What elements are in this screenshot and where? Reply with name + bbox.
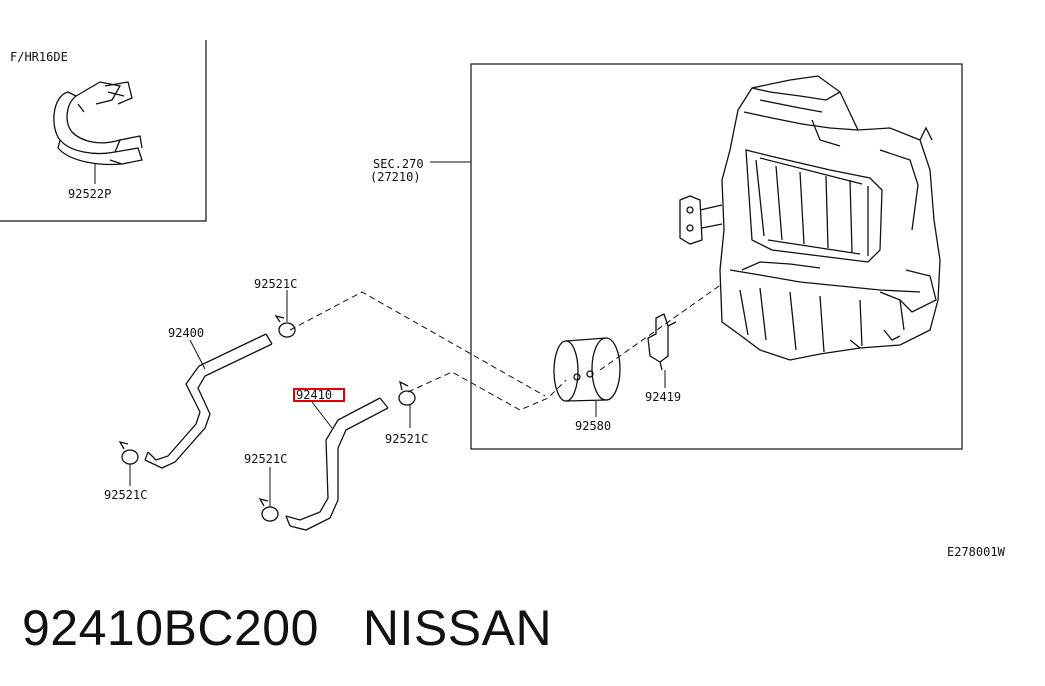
hose-lower-label: 92410 [296,388,332,402]
brand-name: NISSAN [362,600,553,656]
hvac-section-ref: SEC.270 [373,157,424,171]
heater-core-drawing [553,337,621,402]
clamp-a-drawing [274,314,296,338]
heater-unit-drawing [679,75,941,361]
bracket-drawing [647,313,677,371]
hose-92410-drawing [285,397,389,531]
clamp-b-drawing [398,380,416,406]
bracket-label: 92419 [645,390,681,404]
inset-variant-label: F/HR16DE [10,50,68,64]
hose-92400-drawing [144,333,273,469]
clamp-a-label: 92521C [254,277,297,291]
hvac-unit-group: SEC.270 (27210) [370,63,963,450]
clamp-b-label: 92521C [385,432,428,446]
part-caption: 92410BC200 NISSAN [22,596,552,660]
clamp-d-drawing [258,497,279,522]
core-label: 92580 [575,419,611,433]
part-number: 92410BC200 [22,600,319,656]
clamp-c-drawing [118,440,139,465]
hvac-section-code: (27210) [370,170,421,184]
clamp-d-label: 92521C [244,452,287,466]
connection-lines [289,283,723,411]
diagram-code: E278001W [947,545,1006,559]
clip-92522p-drawing [53,81,143,166]
highlight-box [293,388,345,402]
clamp-c-label: 92521C [104,488,147,502]
inset-panel: F/HR16DE 92522P [0,40,207,222]
inset-part-label: 92522P [68,187,111,201]
hose-upper-label: 92400 [168,326,204,340]
